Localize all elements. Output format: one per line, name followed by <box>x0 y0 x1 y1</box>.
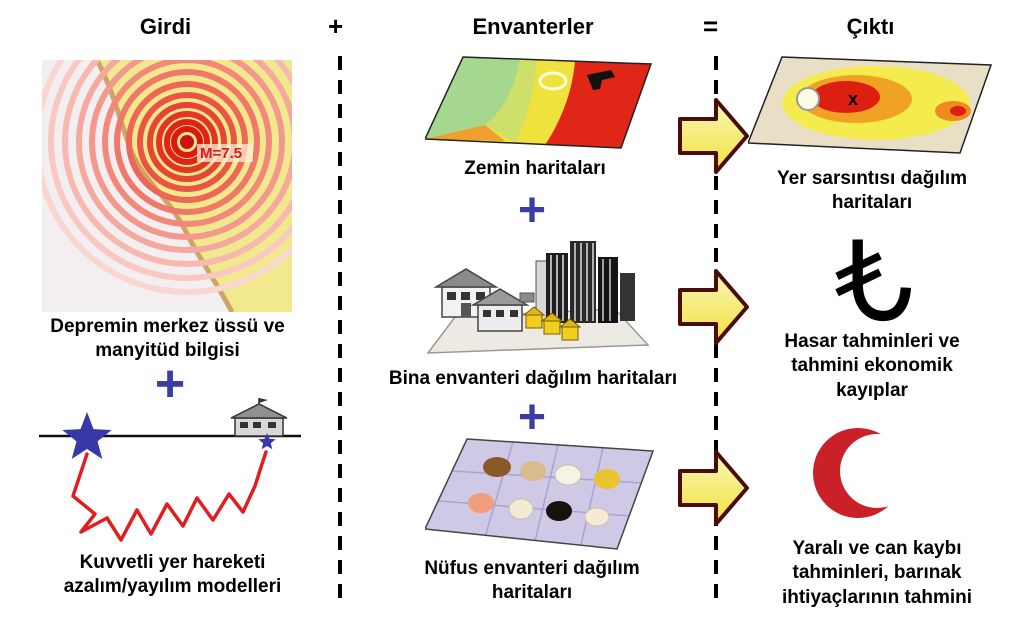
building-caption: Bina envanteri dağılım haritaları <box>388 368 678 389</box>
inventory-plus-1: + <box>517 184 547 237</box>
right-arrow-icon <box>678 269 749 345</box>
column-header-inventories: Envanterler <box>472 14 594 39</box>
epicenter-caption: Depremin merkez üssü ve manyitüd bilgisi <box>50 316 285 362</box>
yellow-houses-icon <box>522 306 582 341</box>
building-inventory-figure <box>426 241 650 354</box>
soil-map <box>425 56 653 149</box>
column-header-input: Girdi <box>139 14 192 39</box>
lira-icon <box>835 239 911 322</box>
attenuation-figure <box>39 398 301 542</box>
flow-arrow-2 <box>678 269 749 345</box>
dashed-separator-left <box>338 56 342 604</box>
highrise-buildings-icon <box>535 241 635 323</box>
flow-arrow-1 <box>678 98 749 174</box>
house-buildings-icon <box>433 268 535 332</box>
house-icon <box>230 398 288 437</box>
soil-caption: Zemin haritaları <box>464 158 606 179</box>
population-caption: Nüfus envanteri dağılım haritaları <box>424 558 640 604</box>
site-star-icon <box>258 433 276 450</box>
input-plus-symbol: + <box>154 355 186 413</box>
header-equals-symbol: = <box>703 11 719 41</box>
population-map <box>425 438 655 550</box>
epicenter-map: M=7.5 <box>42 60 292 312</box>
seismic-wave-path <box>71 450 268 542</box>
inventory-plus-2: + <box>517 391 547 444</box>
attenuation-caption: Kuvvetli yer hareketi azalım/yayılım mod… <box>63 552 282 598</box>
magnitude-label: M=7.5 <box>200 145 242 162</box>
right-arrow-icon <box>678 450 749 526</box>
map-marker: x <box>848 89 858 109</box>
flow-arrow-3 <box>678 450 749 526</box>
column-header-output: Çıktı <box>846 14 895 39</box>
crescent-icon <box>813 428 912 518</box>
shaking-caption: Yer sarsıntısı dağılım haritaları <box>776 168 968 214</box>
epicenter-point <box>180 135 194 149</box>
epicenter-star-icon <box>62 412 112 459</box>
damage-caption: Hasar tahminleri ve tahmini ekonomik kay… <box>784 331 960 401</box>
right-arrow-icon <box>678 98 749 174</box>
epicenter-rings <box>42 60 292 295</box>
shaking-map: x <box>748 56 993 154</box>
header-plus-symbol: + <box>328 11 344 41</box>
casualty-caption: Yaralı ve can kaybı tahminleri, barınak … <box>781 538 973 608</box>
